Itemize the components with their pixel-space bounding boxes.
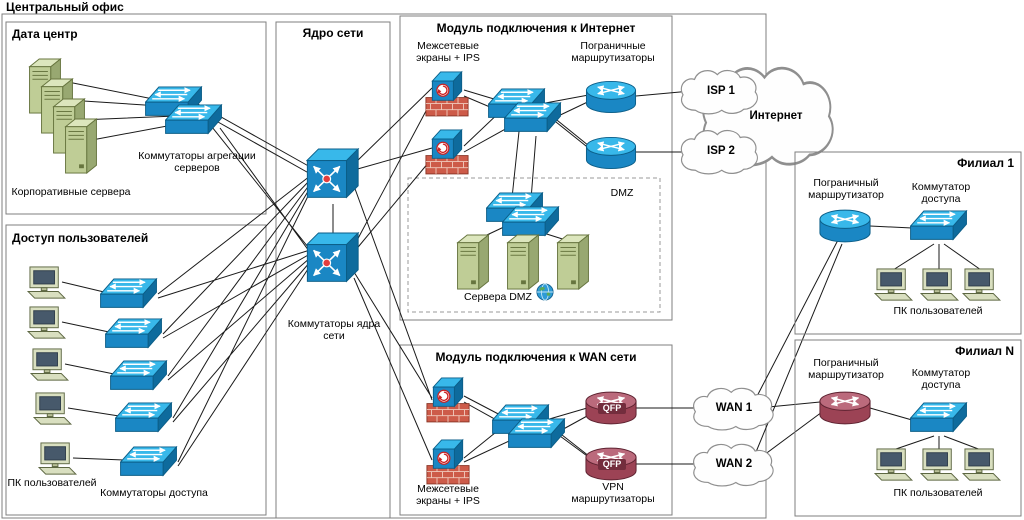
user-pc-icon (33, 392, 72, 425)
core-title: Ядро сети (302, 26, 364, 40)
agg-to-core-links (197, 103, 315, 259)
access-switch-icon (111, 361, 167, 389)
access-switch-icon (121, 447, 177, 475)
branch1-router-label: Пограничный маршрутизатор (808, 177, 884, 202)
wan-switch-vpn-links (545, 405, 599, 465)
border-router-icon (586, 81, 635, 112)
branchN-box (794, 339, 1022, 517)
wan1-cloud-label: WAN 1 (715, 402, 753, 414)
internet-firewalls-label: Межсетевые экраны + IPS (416, 40, 480, 65)
firewall-ips-icon (426, 439, 470, 485)
branchN-border-router-icon (820, 392, 870, 424)
datacenter-title: Дата центр (12, 27, 78, 41)
access-switches-label: Коммутаторы доступа (100, 487, 208, 499)
server-to-agg-links (57, 79, 179, 141)
core-to-internet-links (353, 87, 435, 253)
branchN-links (869, 407, 982, 451)
central-office-box (1, 13, 767, 519)
internet-cloud-label: Интернет (749, 110, 803, 122)
aggregation-switches-label: Коммутаторы агрегации серверов (138, 150, 256, 175)
core-box (275, 21, 391, 519)
branch1-title: Филиал 1 (957, 156, 1014, 170)
branchN-pc-icon (962, 448, 1001, 481)
access-switch-icon (106, 319, 162, 347)
access-to-core-links (157, 175, 311, 467)
branchN-pcs-label: ПК пользователей (893, 487, 983, 499)
dmz-servers-label: Сервера DMZ (464, 291, 532, 303)
wan-module-title: Модуль подключения к WAN сети (435, 350, 637, 364)
wan-firewall-switch-links (463, 395, 521, 463)
wan-firewalls-label: Межсетевые экраны + IPS (416, 483, 480, 508)
wan-to-branch-links (753, 239, 843, 459)
branchN-pc-icon (874, 448, 913, 481)
switch-to-border-router-links (539, 93, 597, 155)
datacenter-box (5, 21, 267, 215)
user-pc-icon (27, 266, 66, 299)
border-router-icon (586, 137, 635, 168)
core-to-wan-links (353, 185, 433, 461)
wan2-cloud-label: WAN 2 (715, 458, 753, 470)
user-access-title: Доступ пользователей (12, 231, 149, 245)
dmz-server-icon (557, 234, 589, 290)
qfp-badge: QFP (598, 459, 626, 470)
corporate-server-icon (65, 118, 97, 174)
branchN-title: Филиал N (955, 344, 1014, 358)
branchN-switch-label: Коммутатор доступа (911, 367, 971, 392)
branch1-pc-icon (874, 268, 913, 301)
internet-module-title: Модуль подключения к Интернет (436, 21, 636, 35)
branch1-access-switch-icon (911, 211, 967, 239)
firewall-ips-icon (426, 377, 470, 423)
core-switch-icon (307, 233, 358, 281)
dmz-title: DMZ (610, 187, 634, 199)
user-pc-icon (30, 348, 69, 381)
pc-to-switch-links (61, 281, 125, 461)
isp2-cloud-label: ISP 2 (707, 145, 735, 157)
qfp-badge: QFP (598, 403, 626, 414)
user-pc-icon (38, 442, 77, 475)
isp1-cloud-label: ISP 1 (707, 85, 735, 97)
user-access-box (5, 224, 267, 516)
branch1-pc-icon (962, 268, 1001, 301)
dmz-links (471, 121, 573, 243)
firewall-ips-icon (425, 71, 469, 117)
branchN-pc-icon (920, 448, 959, 481)
branchN-access-switch-icon (911, 403, 967, 431)
border-routers-label: Пограничные маршрутизаторы (571, 40, 655, 65)
core-switch-icon (307, 149, 358, 197)
access-switch-icon (116, 403, 172, 431)
vpn-routers-label: VPN маршрутизаторы (571, 481, 655, 506)
firewall-ips-icon (425, 129, 469, 175)
wan-module-box (399, 344, 673, 516)
branch1-links (869, 225, 982, 271)
internet-module-box (399, 15, 673, 321)
branch1-pc-icon (920, 268, 959, 301)
branch1-switch-label: Коммутатор доступа (911, 181, 971, 206)
user-pc-icon (27, 306, 66, 339)
branch1-border-router-icon (820, 210, 870, 242)
corporate-servers-label: Корпоративные сервера (11, 186, 131, 198)
branchN-router-label: Пограничный маршрутизатор (808, 357, 884, 382)
core-switches-label: Коммутаторы ядра сети (287, 318, 381, 343)
branch1-pcs-label: ПК пользователей (893, 305, 983, 317)
dmz-box (407, 177, 661, 313)
access-switch-icon (101, 279, 157, 307)
central-office-title: Центральный офис (6, 0, 124, 14)
dmz-server-icon (507, 234, 539, 290)
user-pcs-label: ПК пользователей (7, 477, 97, 489)
branch1-box (794, 151, 1022, 335)
dmz-server-icon (457, 234, 489, 290)
